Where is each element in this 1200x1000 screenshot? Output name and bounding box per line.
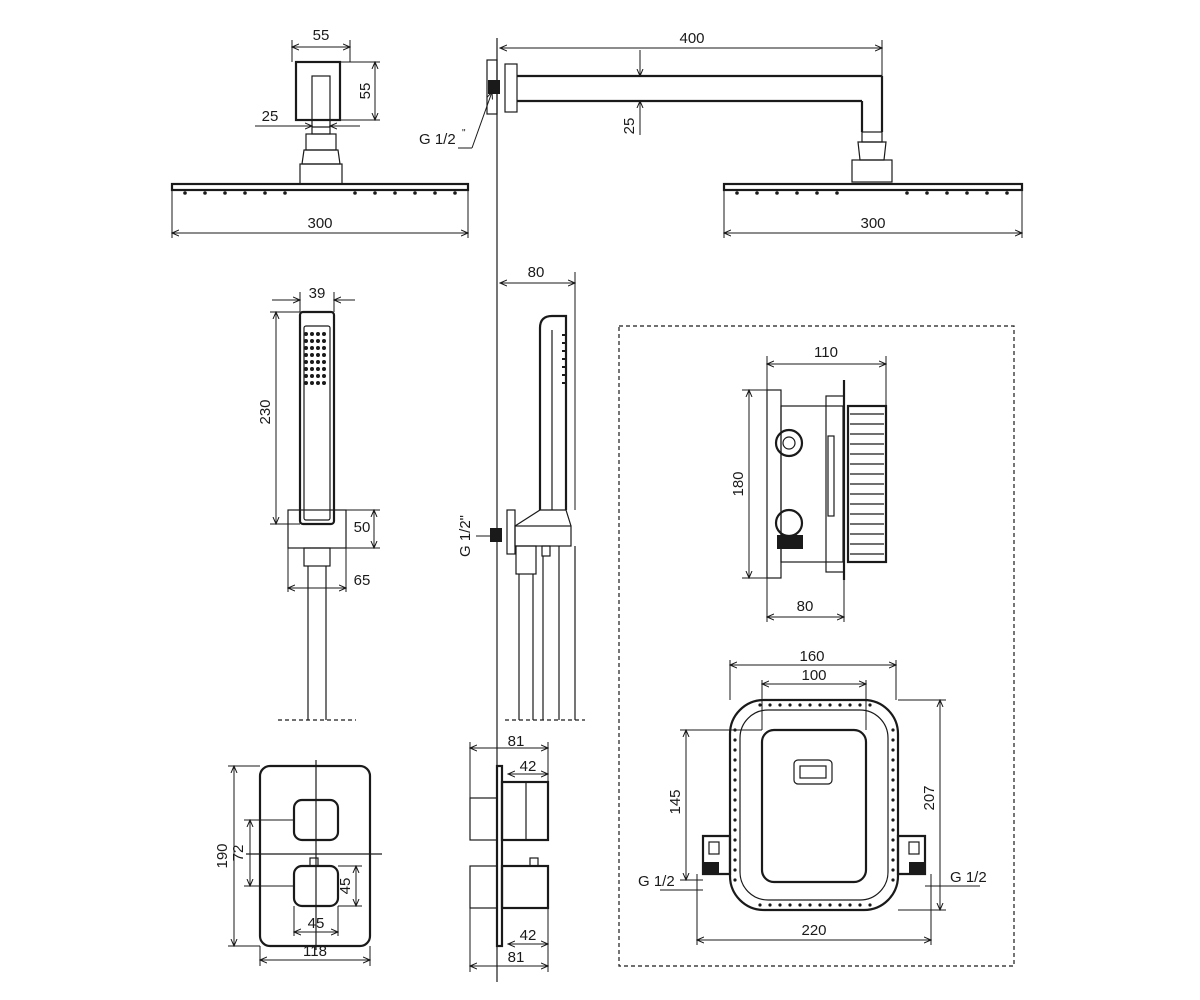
concealed-body-frame — [618, 325, 1015, 967]
thread-label-top: G 1/2 — [419, 131, 456, 148]
dim-handle-height: 45 — [337, 878, 354, 895]
dim-hand-shower-length: 230 — [257, 399, 274, 424]
dim-head-width-right: 300 — [860, 215, 885, 232]
faceplate-side-view — [470, 742, 550, 972]
dim-handle-spacing: 72 — [230, 845, 247, 862]
dim-head-width-left: 300 — [307, 215, 332, 232]
dim-plate-100: 100 — [801, 667, 826, 684]
concealed-mixer-side-view — [742, 356, 888, 622]
dim-mixer-width: 110 — [814, 344, 838, 361]
dim-plate-207: 207 — [921, 785, 938, 810]
dim-faceplate-width: 118 — [303, 943, 327, 960]
dim-side-81-top: 81 — [508, 733, 525, 750]
dim-handle-width: 45 — [308, 915, 325, 932]
dim-plate-220: 220 — [801, 922, 826, 939]
concealed-mixer-front-view — [660, 660, 980, 945]
dim-shower-arm-height: 55 — [357, 83, 374, 100]
hand-shower-front-view — [270, 292, 380, 721]
thread-label-top-mark: " — [462, 128, 466, 139]
dim-hand-shower-width: 39 — [309, 285, 326, 302]
dim-holder-width: 65 — [354, 572, 371, 589]
concealed-body-dots — [733, 703, 895, 907]
dim-arm-thickness: 25 — [621, 118, 638, 135]
dim-mixer-height: 180 — [730, 471, 747, 496]
dim-mixer-depth: 80 — [797, 598, 814, 615]
dim-arm-length: 400 — [679, 30, 704, 47]
dim-side-42-bottom: 42 — [520, 927, 537, 944]
dim-plate-145: 145 — [667, 789, 684, 814]
wall-shower-side-view — [458, 40, 1024, 238]
dim-side-81-bottom: 81 — [508, 949, 525, 966]
hand-shower-side-view — [476, 272, 585, 721]
dim-holder-height: 50 — [354, 519, 371, 536]
thread-label-right: G 1/2 — [950, 869, 987, 886]
faceplate-front-view — [228, 760, 382, 966]
overhead-shower-side-view — [170, 40, 470, 238]
thread-label-mid: G 1/2" — [457, 515, 474, 557]
dim-faceplate-height: 190 — [214, 843, 231, 868]
dim-connector-width: 25 — [262, 108, 279, 125]
dim-shower-arm-width: 55 — [313, 27, 330, 44]
dim-side-depth: 80 — [528, 264, 545, 281]
dim-side-42-top: 42 — [520, 758, 537, 775]
thread-label-left: G 1/2 — [638, 873, 675, 890]
dim-plate-160: 160 — [799, 648, 824, 665]
